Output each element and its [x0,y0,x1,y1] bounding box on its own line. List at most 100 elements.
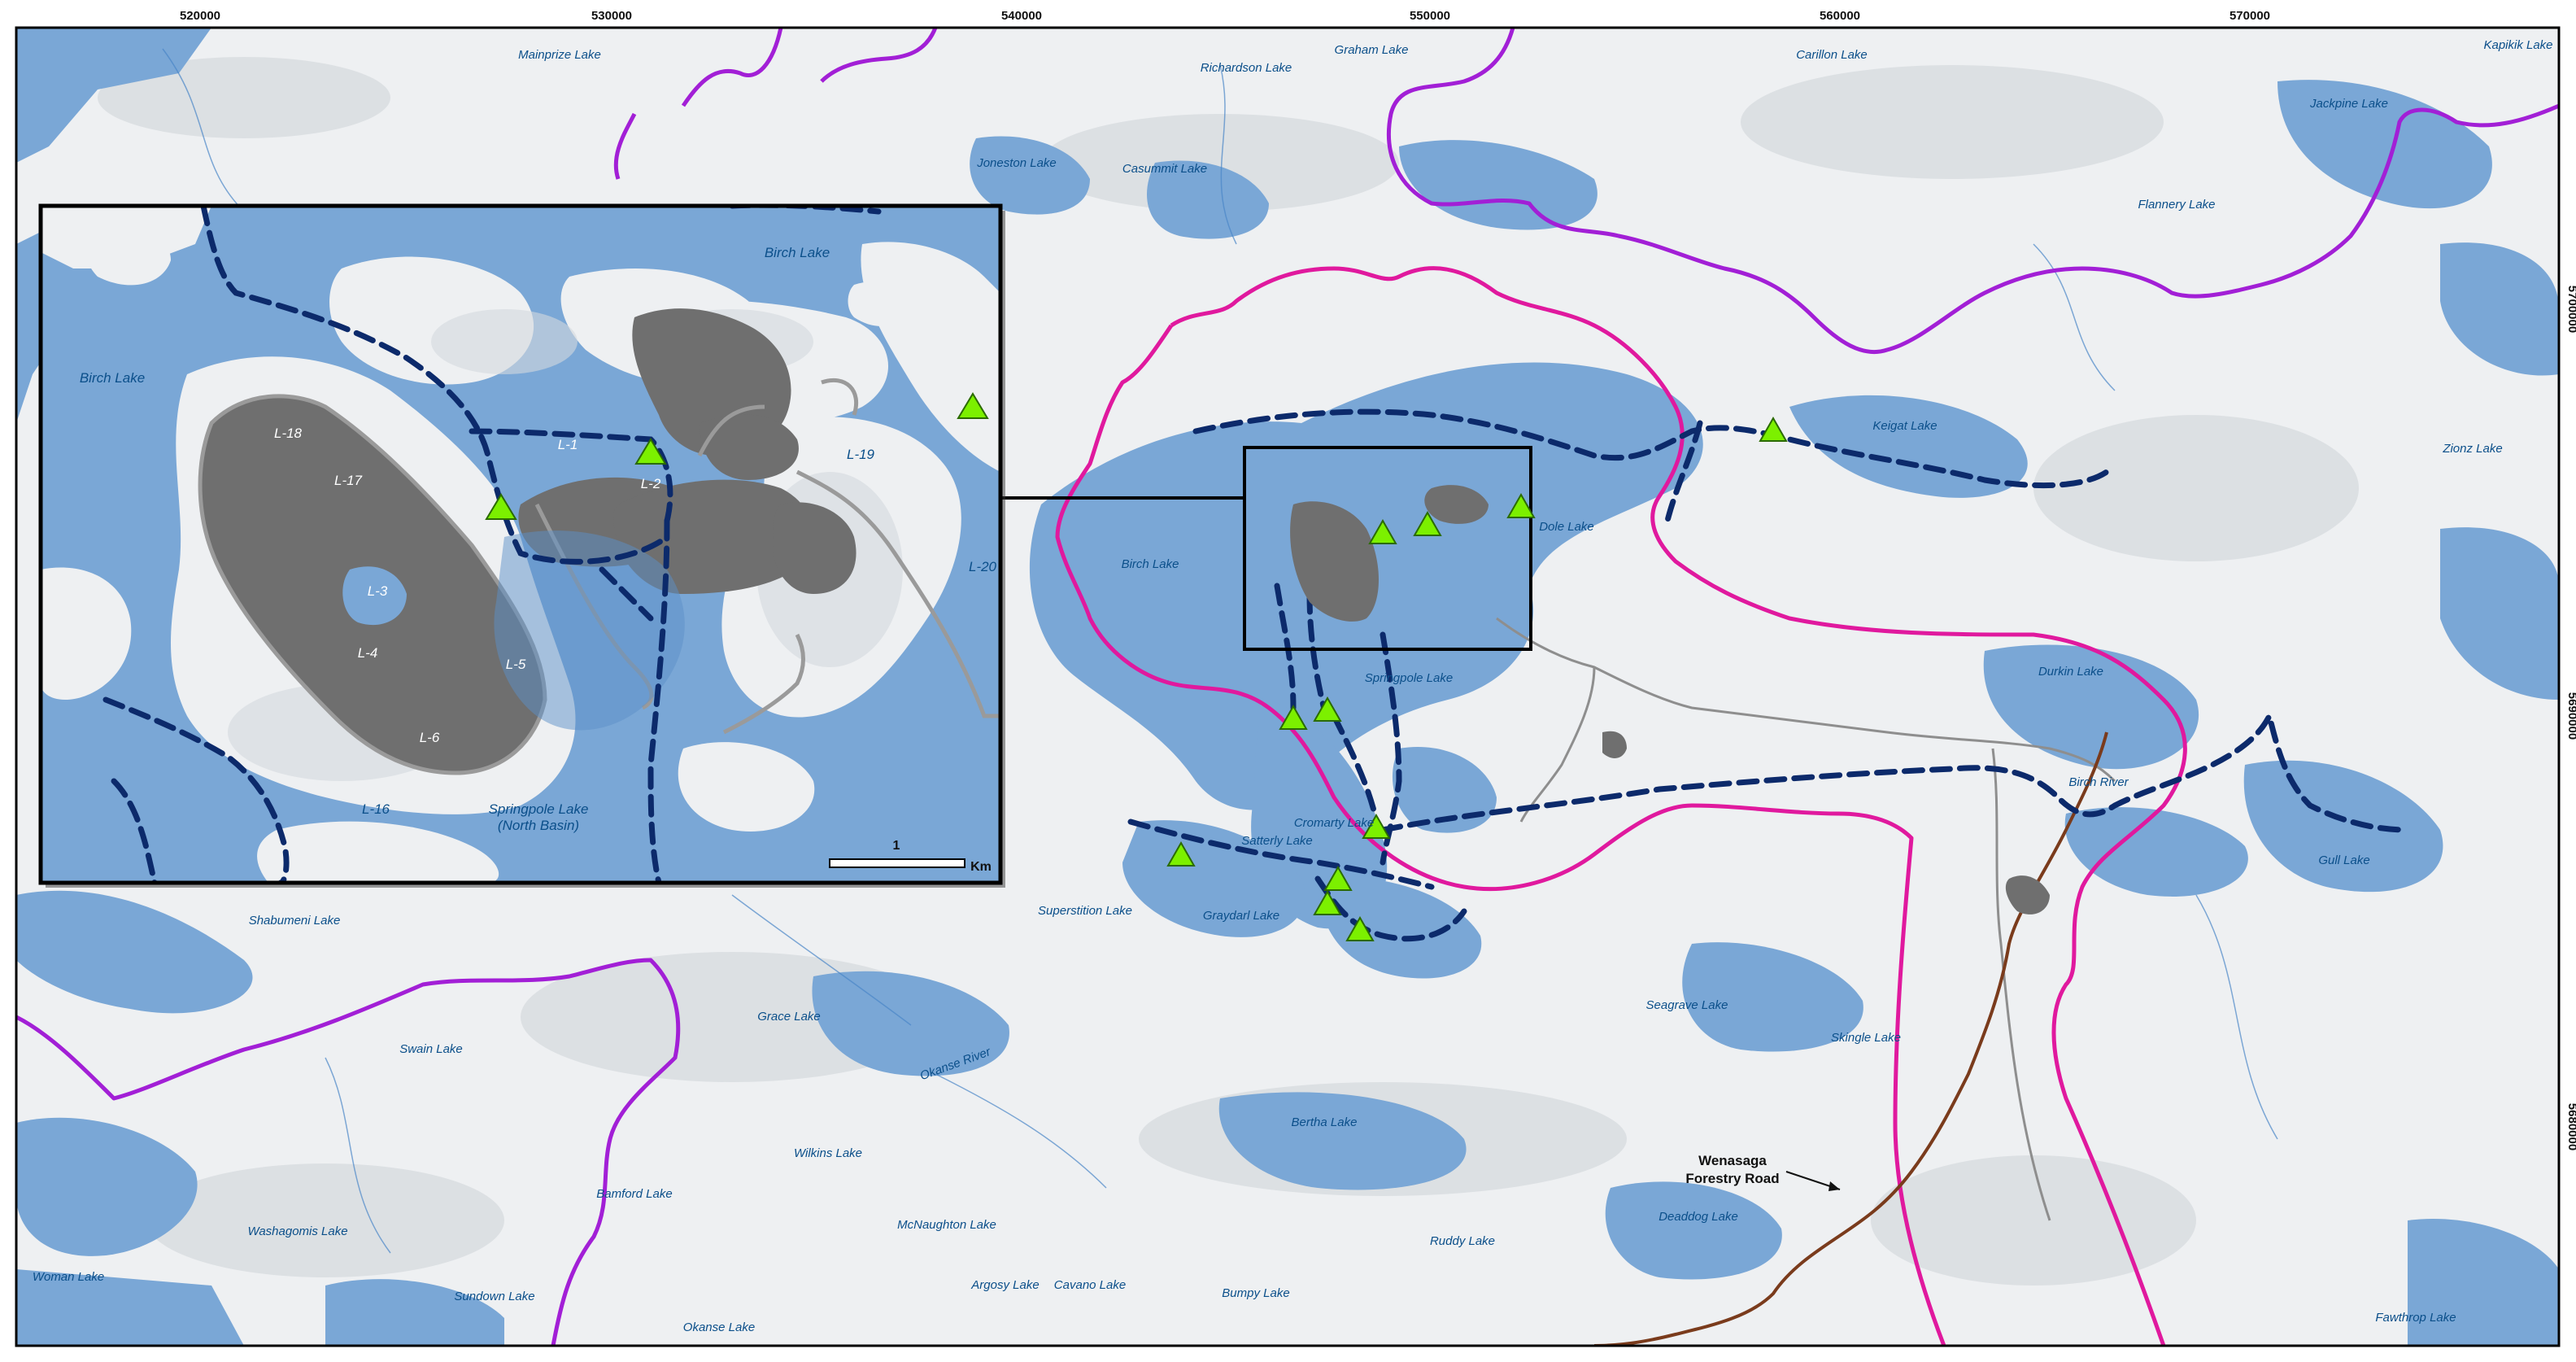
lake-label: Sundown Lake [454,1290,534,1303]
inset-water-label: L-16 [362,801,390,817]
lake-label: Richardson Lake [1201,61,1292,75]
lake-label: Kapikik Lake [2483,38,2552,52]
station-marker [1413,510,1442,536]
inset-transects [102,206,882,883]
station-marker [957,392,989,419]
road-label-line-2: Forestry Road [1685,1171,1779,1186]
easting-tick-label: 540000 [1001,9,1042,23]
watershed-boundaries [16,28,2559,1346]
station-marker [634,438,667,465]
scale-bar-unit: Km [970,860,992,874]
lake-label: Durkin Lake [2038,665,2103,679]
lake-label: Carillon Lake [1796,48,1868,62]
station-marker [1759,416,1788,442]
lake-label: Bamford Lake [596,1187,672,1201]
lake-label: Superstition Lake [1038,904,1132,918]
inset-water-label: L-19 [847,447,875,462]
lake-label: Grace Lake [757,1010,821,1024]
northing-axis: 5700000 5690000 5680000 [2565,286,2576,1150]
easting-tick-label: 570000 [2229,9,2270,23]
easting-tick-label: 560000 [1820,9,1860,23]
station-marker [1323,865,1353,891]
lake-label: Graham Lake [1335,43,1409,57]
lake-label: Mainprize Lake [518,48,601,62]
inset-pit-label: L-5 [506,657,526,672]
inset-pit-label: L-18 [274,426,303,441]
easting-axis: 520000 530000 540000 550000 560000 57000… [180,9,2270,23]
lake-label: Dole Lake [1539,520,1594,534]
lake-label: McNaughton Lake [897,1218,996,1232]
stockpile [773,502,856,594]
lake-label: Jackpine Lake [2309,97,2388,111]
lake-label: Wilkins Lake [794,1146,862,1160]
easting-tick-label: 550000 [1410,9,1450,23]
lake-label: Satterly Lake [1241,834,1313,848]
inset-mine-footprint [198,308,856,775]
sampling-stations-main [1166,416,1788,941]
inset-pit-label: L-3 [368,583,388,599]
inset-scale-bar: 1 Km [829,839,992,874]
inset-water-label: L-20 [969,559,997,574]
lake-label: Woman Lake [33,1270,104,1284]
lake-label: Birch River [2068,775,2129,789]
lake-label: Cavano Lake [1054,1278,1126,1292]
inset-water-label: Springpole Lake [489,801,589,817]
station-marker [1279,704,1308,730]
lake-label: Washagomis Lake [247,1224,347,1238]
main-map-frame [15,26,2561,1347]
forestry-road [1593,731,2108,1346]
lake-label: Joneston Lake [976,156,1057,170]
inset-pit-label: L-4 [358,645,378,661]
lake-label: Seagrave Lake [1646,998,1728,1012]
lake-label: Flannery Lake [2138,198,2215,212]
lake-label: Swain Lake [399,1042,463,1056]
lake-label: Zionz Lake [2442,442,2502,456]
inset-pit-label: L-2 [641,476,661,491]
road-label-arrowhead [1828,1181,1840,1191]
mine-footprint-main [1290,485,2050,915]
inset-shallow-zone [494,530,685,731]
road-label-line-1: Wenasaga [1698,1153,1767,1168]
lake-label: Okanse Lake [683,1321,755,1334]
inset-locator-box [1243,446,1532,651]
lake-label: Argosy Lake [970,1278,1039,1292]
station-marker [1313,889,1342,915]
inset-pit-label: L-6 [420,730,440,745]
northing-tick-label: 5690000 [2565,692,2576,740]
inset-pit-label: L-1 [558,437,578,452]
inset-pit-label: L-17 [334,473,363,488]
northing-tick-label: 5680000 [2565,1103,2576,1150]
inset-water-label: (North Basin) [498,818,579,833]
station-marker [1345,915,1375,941]
lake-label: Graydarl Lake [1203,909,1279,923]
lake-label: Deaddog Lake [1658,1210,1738,1224]
inset-map: Birch Lake Birch Lake Springpole Lake (N… [38,203,1005,888]
lake-label: Shabumeni Lake [249,914,341,928]
inset-stations [485,392,989,520]
study-area-boundary [1055,266,2187,1346]
station-marker [1313,696,1342,722]
stockpile [700,414,799,480]
forestry-road-label: Wenasaga Forestry Road [1685,1153,1841,1191]
scale-bar-value: 1 [893,839,900,853]
station-marker [1166,840,1196,867]
lake-label: Ruddy Lake [1430,1234,1495,1248]
lake-label: Gull Lake [2318,853,2369,867]
lake-label: Bertha Lake [1292,1115,1358,1129]
station-marker [1506,492,1536,518]
station-marker [1362,813,1391,839]
streams [162,48,2278,1254]
easting-tick-label: 530000 [591,9,632,23]
northing-tick-label: 5700000 [2565,286,2576,333]
station-marker [485,493,517,520]
lake-label: Cromarty Lake [1294,816,1374,830]
lake-label: Keigat Lake [1872,419,1937,433]
inset-water-label: Birch Lake [80,370,145,386]
lake-label: Bumpy Lake [1222,1286,1289,1300]
inset-frame [38,203,1003,885]
pit-pond [342,566,407,626]
lake-label: Casummit Lake [1122,162,1207,176]
lake-label: Fawthrop Lake [2375,1311,2456,1325]
easting-tick-label: 520000 [180,9,220,23]
